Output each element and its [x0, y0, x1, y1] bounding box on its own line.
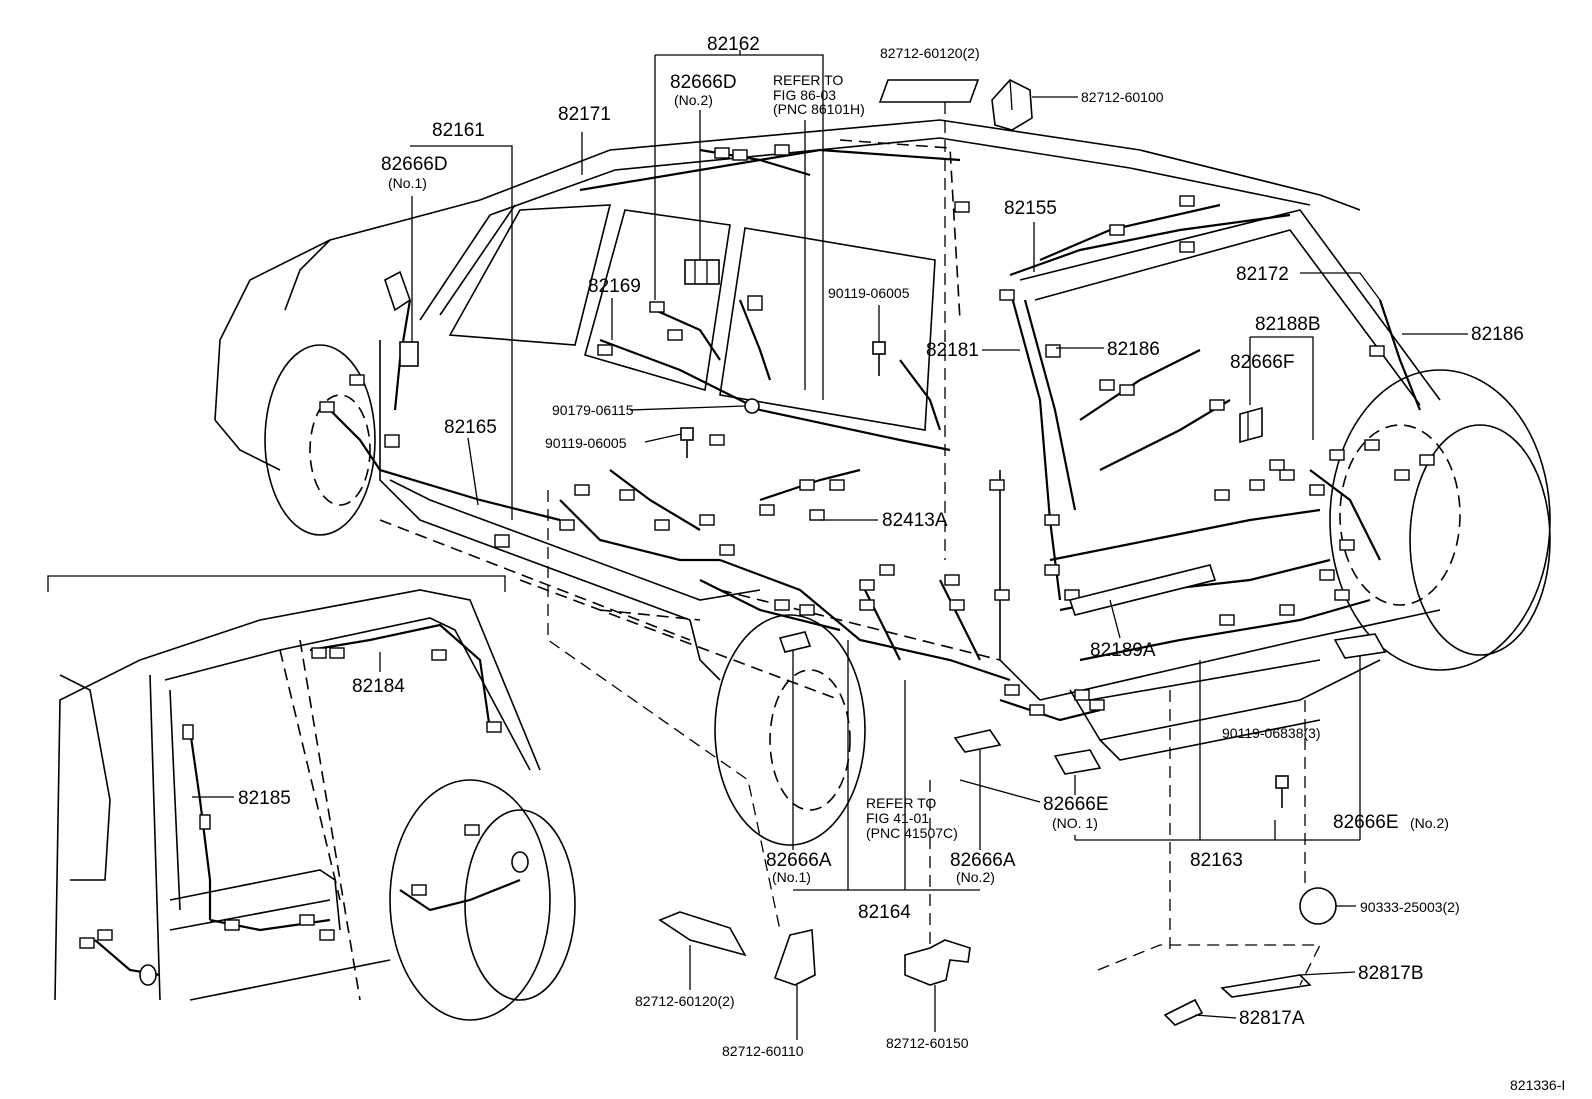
pad-82712-60120-top [878, 79, 980, 103]
label-no2-top: (No.2) [674, 92, 713, 108]
clamp-82189A [1068, 564, 1217, 616]
label-82712-60110: 82712-60110 [722, 1043, 804, 1059]
clamp-82666A-no1 [778, 631, 812, 653]
label-82413A: 82413A [882, 510, 948, 531]
label-pnc-86101h: (PNC 86101H) [773, 101, 865, 117]
label-82184: 82184 [352, 676, 405, 697]
label-82817A: 82817A [1239, 1008, 1305, 1029]
label-82186-mid: 82186 [1107, 339, 1160, 360]
relay-block-82666D-no2 [684, 259, 720, 285]
label-90333-25003: 90333-25003(2) [1360, 899, 1460, 915]
label-figure-id: 821336-I [1510, 1077, 1565, 1093]
label-no2-e: (No.2) [1410, 815, 1449, 831]
label-82185: 82185 [238, 788, 291, 809]
clamp-82666A-no2 [953, 729, 1002, 753]
label-no1-e: (NO. 1) [1052, 815, 1098, 831]
label-fig-86-03: FIG 86-03 [773, 87, 836, 103]
protector-82817A [1163, 998, 1204, 1026]
label-90119-06838: 90119-06838(3) [1222, 725, 1321, 741]
label-82817B: 82817B [1358, 963, 1424, 984]
label-82188B: 82188B [1255, 314, 1321, 335]
label-82172: 82172 [1236, 264, 1289, 285]
clamp-82666E-no2 [1333, 633, 1387, 659]
label-82666F: 82666F [1230, 352, 1294, 373]
bolt-90119-06005-b [680, 427, 694, 458]
label-no2-a: (No.2) [956, 869, 995, 885]
label-82666E-no2: 82666E [1333, 812, 1399, 833]
leader-lines [192, 50, 1468, 1040]
label-82666A-no2: 82666A [950, 850, 1016, 871]
protector-82817B [1220, 974, 1312, 998]
label-90119-06005-a: 90119-06005 [828, 285, 910, 301]
label-refer-to-1: REFER TO [773, 72, 843, 88]
part-labels: 82162 82666D (No.2) REFER TO FIG 86-03 (… [238, 34, 1565, 1093]
label-82666D-no1: 82666D [381, 154, 448, 175]
label-82163: 82163 [1190, 850, 1243, 871]
label-82712-60120-bottom: 82712-60120(2) [635, 993, 735, 1009]
label-90119-06005-b: 90119-06005 [545, 435, 627, 451]
label-82169: 82169 [588, 276, 641, 297]
label-no1-a: (No.1) [772, 869, 811, 885]
label-82666A-no1: 82666A [766, 850, 832, 871]
label-82162: 82162 [707, 34, 760, 55]
label-90179-06115: 90179-06115 [552, 402, 634, 418]
label-82164: 82164 [858, 902, 911, 923]
relay-82666F [1239, 406, 1263, 444]
label-82712-60120-top: 82712-60120(2) [880, 45, 980, 61]
pad-82712-60120-bottom [658, 911, 747, 957]
inset-rear-view [47, 575, 576, 1021]
label-pnc-41507c: (PNC 41507C) [866, 825, 958, 841]
label-82712-60150: 82712-60150 [886, 1035, 969, 1051]
clamp-82666E-no1 [1053, 749, 1102, 775]
plug-90333-25003 [1299, 887, 1337, 925]
label-no1-left: (No.1) [388, 175, 427, 191]
bolt-90119-06005-a [872, 341, 886, 376]
label-82712-60100: 82712-60100 [1081, 89, 1164, 105]
cover-82712-60150 [904, 939, 971, 986]
bolt-90119-06838 [1275, 775, 1289, 808]
label-82161: 82161 [432, 120, 485, 141]
cover-82712-60100 [991, 79, 1033, 131]
label-82155: 82155 [1004, 198, 1057, 219]
relay-82666D-no1 [399, 341, 419, 367]
cover-82712-60110 [773, 929, 816, 986]
label-82181: 82181 [926, 340, 979, 361]
label-fig-41-01: FIG 41-01 [866, 810, 929, 826]
nut-90179-06115 [744, 398, 760, 414]
label-82666D-no2: 82666D [670, 72, 737, 93]
label-82171: 82171 [558, 104, 611, 125]
vehicle-body-outline [214, 119, 1551, 846]
harness-connectors [319, 144, 1435, 716]
label-82189A: 82189A [1090, 640, 1156, 661]
label-82165: 82165 [444, 417, 497, 438]
label-82666E-no1: 82666E [1043, 794, 1109, 815]
protector-floor-outline [1097, 944, 1322, 986]
label-82186-right: 82186 [1471, 324, 1524, 345]
label-refer-to-2: REFER TO [866, 795, 936, 811]
